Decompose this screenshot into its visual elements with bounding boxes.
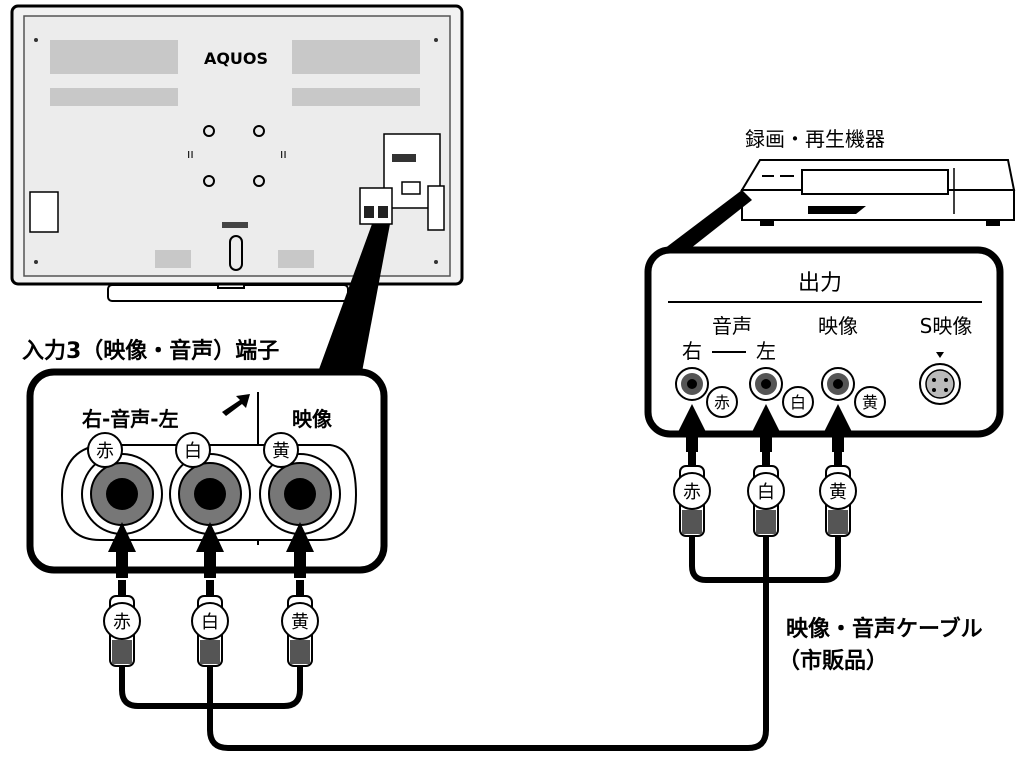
tv-terminal-caption: 入力3（映像・音声）端子	[22, 338, 279, 364]
svg-text:黄: 黄	[272, 441, 290, 462]
rec-plug-badge-white: 白	[757, 482, 775, 503]
tv-plug-badge-white: 白	[201, 612, 219, 633]
tv-video-label: 映像	[292, 407, 333, 431]
svg-text:ıı: ıı	[187, 147, 194, 161]
output-title: 出力	[798, 271, 842, 296]
tv-plug-arrows	[108, 522, 314, 578]
svg-text:赤: 赤	[96, 441, 114, 462]
output-badge-white: 白	[790, 393, 806, 412]
tv-jack-red	[81, 453, 163, 535]
output-badge-red: 赤	[714, 393, 730, 412]
output-jack-white	[749, 367, 783, 401]
output-jack-yellow	[821, 367, 855, 401]
tv-jack-yellow	[259, 453, 341, 535]
output-svideo-label: S映像	[920, 314, 973, 338]
output-right-label: 右	[682, 339, 702, 363]
av-cable-wires	[119, 536, 841, 751]
tv-terminal-panel: 右-音声-左 映像 赤 白	[26, 368, 388, 574]
input-arrow-icon	[222, 394, 250, 416]
tv-jack-white	[169, 453, 251, 535]
cable-label-line1: 映像・音声ケーブル	[786, 616, 983, 642]
rec-plug-badge-red: 赤	[683, 482, 701, 503]
output-badge-yellow: 黄	[862, 393, 878, 412]
output-jack-red	[675, 367, 709, 401]
tv-badge-white: 白	[175, 432, 211, 468]
recorder-device	[740, 159, 1016, 226]
cable-label-line2: （市販品）	[778, 648, 888, 674]
svg-text:ıı: ıı	[280, 147, 287, 161]
svg-text:白: 白	[184, 441, 202, 462]
tv-callout-pointer	[318, 224, 390, 372]
rec-plug-badge-yellow: 黄	[829, 482, 847, 503]
recorder-plug-arrows	[678, 404, 852, 452]
output-panel: 出力 音声 映像 S映像 右 左	[644, 246, 1004, 438]
tv-plug-badge-red: 赤	[113, 612, 131, 633]
tv-rear-view: AQUOS ıı ıı	[10, 4, 464, 302]
output-svideo-jack	[919, 352, 961, 405]
tv-plug-badge-yellow: 黄	[291, 612, 309, 633]
tv-brand: AQUOS	[204, 49, 268, 68]
recorder-title: 録画・再生機器	[745, 127, 885, 151]
output-video-label: 映像	[818, 314, 858, 338]
output-left-label: 左	[756, 339, 776, 363]
tv-badge-yellow: 黄	[263, 432, 299, 468]
recorder-plug-badges: 赤 白 黄	[673, 472, 857, 510]
tv-plug-badges: 赤 白 黄	[103, 602, 319, 640]
tv-badge-red: 赤	[87, 432, 123, 468]
recorder-callout-pointer	[660, 190, 752, 252]
tv-audio-label: 右-音声-左	[82, 407, 179, 431]
output-audio-label: 音声	[712, 314, 752, 338]
